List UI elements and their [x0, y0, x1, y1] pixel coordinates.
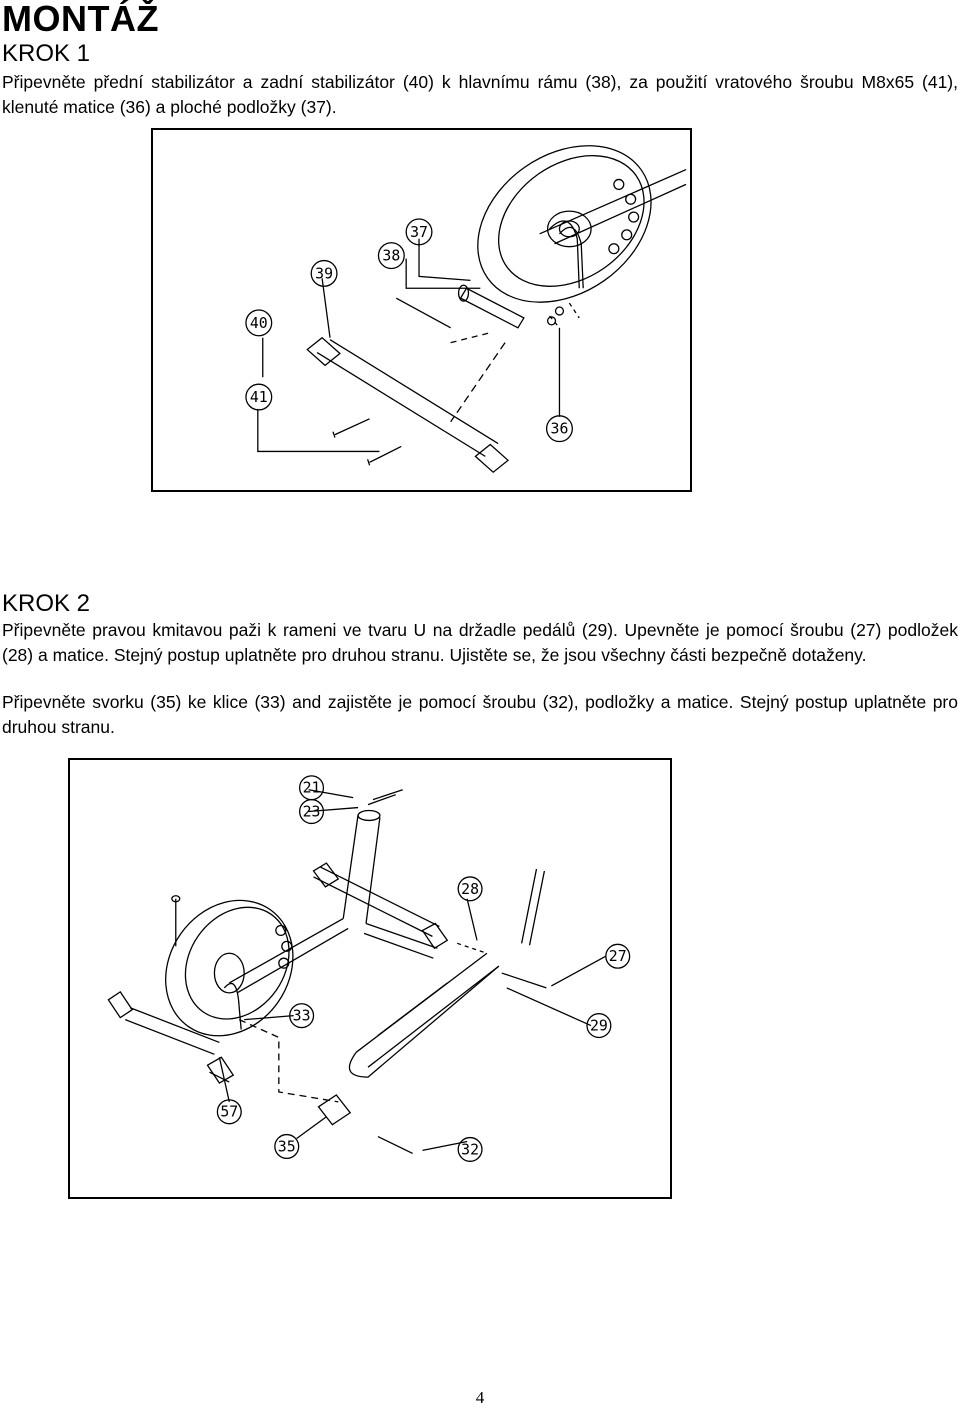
step1-diagram: 37 38 39 40 41 36	[151, 128, 692, 492]
callout-40: 40	[250, 315, 268, 332]
callout-41: 41	[250, 389, 268, 406]
callout-36: 36	[551, 421, 569, 438]
step2-heading: KROK 2	[2, 590, 91, 617]
step2-assembly-drawing: 21 23 28 27 33 29 57 35 32	[107, 775, 631, 1162]
callout-27: 27	[609, 947, 627, 965]
callout-33: 33	[293, 1007, 311, 1025]
step2-text-2: Připevněte svorku (35) ke klice (33) and…	[2, 692, 958, 737]
page-title: MONTÁŽ	[2, 0, 159, 39]
callout-38: 38	[382, 248, 400, 265]
callout-39: 39	[315, 265, 333, 282]
step2-diagram: 21 23 28 27 33 29 57 35 32	[68, 758, 672, 1199]
callout-32: 32	[461, 1140, 479, 1158]
callout-35: 35	[278, 1137, 296, 1155]
callout-37: 37	[410, 224, 428, 241]
step1-heading: KROK 1	[2, 40, 91, 67]
callout-23: 23	[303, 802, 321, 820]
callout-28: 28	[461, 880, 479, 898]
page-number: 4	[475, 1388, 485, 1407]
callout-29: 29	[590, 1017, 608, 1035]
callout-57: 57	[220, 1103, 238, 1121]
step1-text: Připevněte přední stabilizátor a zadní s…	[2, 72, 958, 117]
step1-assembly-drawing: 37 38 39 40 41 36	[245, 145, 687, 474]
step2-text-1: Připevněte pravou kmitavou paži k rameni…	[2, 620, 958, 665]
callout-21: 21	[303, 779, 321, 797]
